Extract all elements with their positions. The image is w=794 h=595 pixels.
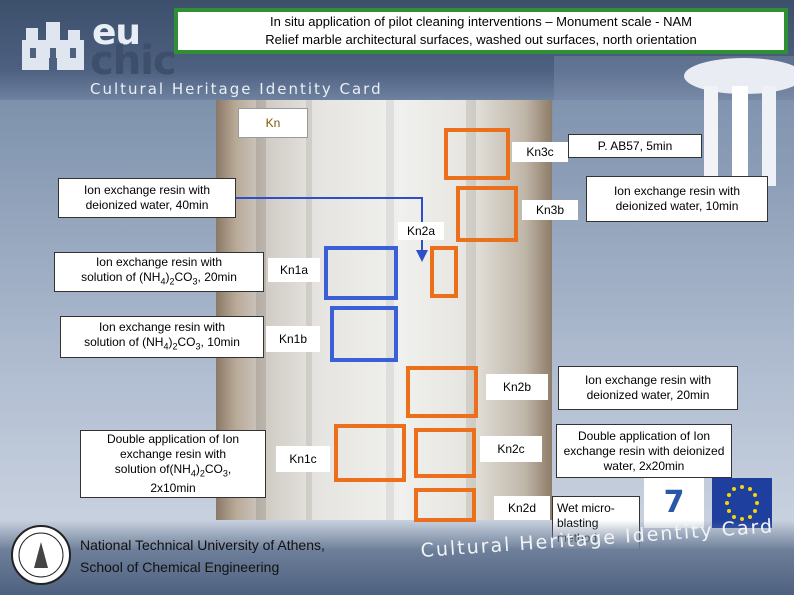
label-nh4-20: Ion exchange resin with solution of (NH4… [54,252,264,292]
tag-kn1a: Kn1a [268,258,320,282]
tag-kn1c: Kn1c [276,446,330,472]
kn2d-area [414,488,476,522]
label-double-nh4-line3: 2x10min [150,481,196,496]
label-ab57: P. AB57, 5min [568,134,702,158]
title-line-1: In situ application of pilot cleaning in… [270,14,692,29]
label-nh4-10-line2: solution of (NH4)2CO3, 10min [84,334,240,352]
label-nh4-10-line1: Ion exchange resin with [98,319,226,334]
logo-tagline: Cultural Heritage Identity Card [90,80,383,98]
kn2a-area [430,246,458,298]
slide-title: In situ application of pilot cleaning in… [174,8,788,54]
label-double-ier-text: Double application of Ion exchange resin… [563,428,725,473]
kn2b-area [406,366,478,418]
footer-band [0,520,794,595]
eu-flag-icon [712,478,772,528]
tag-kn2a: Kn2a [398,222,444,240]
kn2c-area [414,428,476,478]
tag-kn3c: Kn3c [512,142,568,162]
university-line-2: School of Chemical Engineering [80,559,280,575]
tag-kn1b: Kn1b [266,326,320,352]
label-double-nh4-line1: Double application of Ion exchange resin… [106,431,240,461]
label-ier-40-text: Ion exchange resin with deionized water,… [83,183,211,212]
label-ier-10-text: Ion exchange resin with deionized water,… [613,184,741,213]
label-double-nh4: Double application of Ion exchange resin… [80,430,266,498]
kn1b-area [330,306,398,362]
label-nh4-20-line2: solution of (NH4)2CO3, 20min [81,269,237,287]
label-double-ier: Double application of Ion exchange resin… [556,424,732,478]
tag-kn2d: Kn2d [494,496,550,520]
tag-kn3b: Kn3b [522,200,578,220]
university-line-1: National Technical University of Athens, [80,537,325,553]
logo-eu: eu [92,12,141,53]
university-name: National Technical University of Athens,… [80,534,325,578]
label-ier-20: Ion exchange resin with deionized water,… [558,366,738,410]
kn1a-area [324,246,398,300]
label-double-nh4-line2: solution of(NH4)2CO3, [114,461,232,479]
university-seal-icon [11,525,71,585]
kn3b-area [456,186,518,242]
title-line-2: Relief marble architectural surfaces, wa… [265,32,697,47]
label-nh4-20-line1: Ion exchange resin with [95,254,223,269]
seventh-framework-logo-icon: 7 [644,478,704,528]
label-ier-40: Ion exchange resin with deionized water,… [58,178,236,218]
tag-kn2b: Kn2b [486,374,548,400]
kn1c-area [334,424,406,482]
label-ier-20-text: Ion exchange resin with deionized water,… [584,373,712,402]
castle-logo-icon [22,22,84,70]
label-nh4-10: Ion exchange resin with solution of (NH4… [60,316,264,358]
label-ab57-text: P. AB57, 5min [597,138,673,153]
svg-text:7: 7 [664,485,685,520]
tag-kn2c: Kn2c [480,436,542,462]
label-ier-10: Ion exchange resin with deionized water,… [586,176,768,222]
kn3c-area [444,128,510,180]
kn-label: Kn [238,108,308,138]
logo-chic: chic [90,38,177,84]
temple-columns-image [554,56,794,186]
